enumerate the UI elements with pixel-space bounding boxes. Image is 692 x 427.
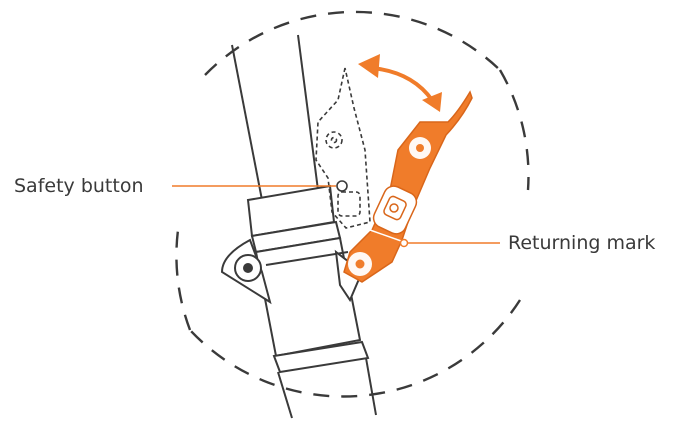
safety-button-label: Safety button bbox=[14, 175, 144, 197]
pole bbox=[220, 34, 377, 419]
safety-button-dot bbox=[336, 180, 348, 192]
double-arrow-icon bbox=[358, 54, 442, 112]
returning-mark-label: Returning mark bbox=[508, 232, 656, 254]
returning-mark-dot bbox=[399, 238, 409, 248]
lever-open bbox=[343, 90, 473, 283]
lever-closed-outline bbox=[315, 67, 371, 229]
detail-circle bbox=[175, 10, 530, 398]
